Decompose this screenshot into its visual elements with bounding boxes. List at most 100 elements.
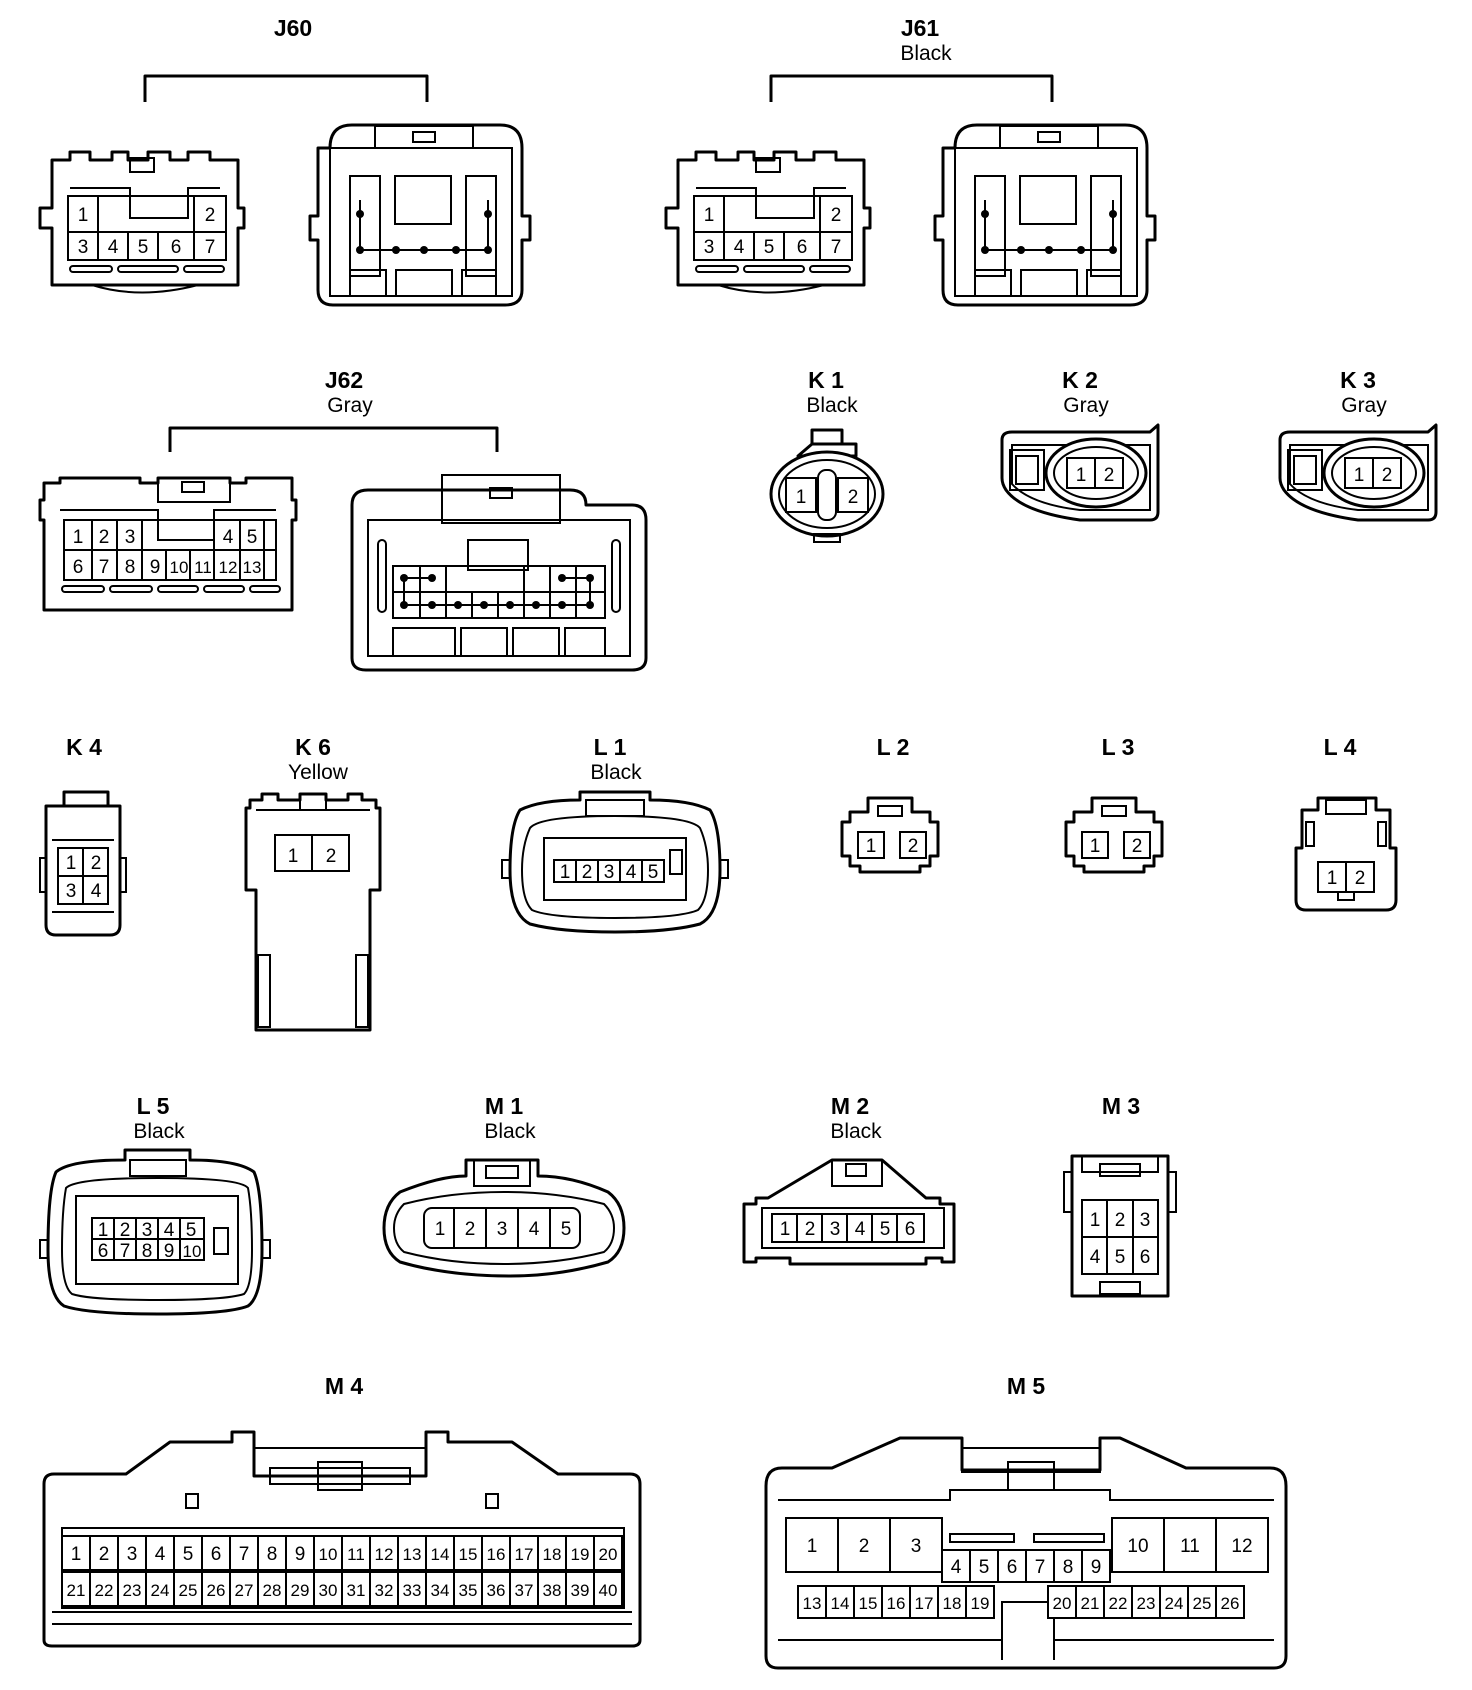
- l4-pin-2: 2: [1355, 868, 1366, 889]
- m1-pin-1: 1: [435, 1219, 446, 1240]
- pin-label-9: 9: [295, 1544, 306, 1565]
- k2-pin-1: 1: [1076, 465, 1087, 486]
- pin-cell: [965, 1585, 995, 1619]
- connector-m1-color: Black: [484, 1120, 536, 1143]
- j61-pin-5: 5: [764, 237, 775, 258]
- k4-pin-3: 3: [66, 881, 77, 902]
- connector-j62: J62 Gray 1 2 3 4 5 6 7 8 9: [38, 367, 648, 672]
- pin-label-11: 11: [347, 1545, 365, 1564]
- connector-l4: L 4 1 2: [1294, 734, 1398, 912]
- pin-label-17: 17: [915, 1594, 934, 1613]
- connector-k1-color: Black: [806, 394, 858, 417]
- j62-pin-5: 5: [247, 527, 258, 548]
- j60-pin-5: 5: [138, 237, 149, 258]
- connector-m2-color: Black: [830, 1120, 882, 1143]
- connector-j61: J61 Black 1 2 3 4 5 6 7: [664, 15, 1157, 307]
- pin-cell: [145, 1535, 175, 1571]
- pin-label-28: 28: [263, 1581, 282, 1600]
- l4-pin-1: 1: [1327, 868, 1338, 889]
- l5-pin-9: 9: [164, 1241, 175, 1262]
- connector-j62-color: Gray: [327, 394, 373, 417]
- pin-cell: [61, 1571, 91, 1607]
- pin-label-26: 26: [207, 1581, 226, 1600]
- m1-pin-3: 3: [497, 1219, 508, 1240]
- l5-pin-4: 4: [164, 1220, 175, 1241]
- k4-pin-1: 1: [66, 853, 77, 874]
- connector-k6-color: Yellow: [288, 761, 349, 784]
- j62-pin-13: 13: [243, 558, 262, 577]
- pin-label-38: 38: [543, 1581, 562, 1600]
- k6-pin-2: 2: [326, 846, 337, 867]
- pin-cell: [889, 1517, 943, 1573]
- pin-cell: [89, 1535, 119, 1571]
- m3-pin-1: 1: [1090, 1210, 1101, 1231]
- k6-pin-1: 1: [288, 846, 299, 867]
- pin-label-5: 5: [979, 1557, 990, 1578]
- m1-pin-5: 5: [561, 1219, 572, 1240]
- connector-l4-id: L 4: [1324, 734, 1357, 760]
- pin-cell: [117, 1535, 147, 1571]
- pin-cell: [313, 1535, 343, 1571]
- pin-label-7: 7: [1035, 1557, 1046, 1578]
- j61-pin-6: 6: [797, 237, 808, 258]
- k4-pin-4: 4: [91, 881, 102, 902]
- connector-k2-color: Gray: [1063, 394, 1109, 417]
- pin-label-8: 8: [267, 1544, 278, 1565]
- l1-pin-4: 4: [626, 862, 637, 883]
- pin-label-29: 29: [291, 1581, 310, 1600]
- pin-label-16: 16: [887, 1594, 906, 1613]
- l3-pin-1: 1: [1090, 836, 1101, 857]
- m2-pin-3: 3: [830, 1219, 841, 1240]
- j61-pin-7: 7: [831, 237, 842, 258]
- l1-pin-1: 1: [560, 862, 571, 883]
- k1-pin-2: 2: [848, 487, 859, 508]
- pin-label-25: 25: [1193, 1594, 1212, 1613]
- k2-pin-2: 2: [1104, 465, 1115, 486]
- pin-label-30: 30: [319, 1581, 338, 1600]
- pin-cell: [425, 1535, 455, 1571]
- pin-cell: [201, 1535, 231, 1571]
- j62-pin-12: 12: [219, 558, 238, 577]
- j60-pin-1: 1: [78, 205, 89, 226]
- l5-pin-7: 7: [120, 1241, 131, 1262]
- pin-label-6: 6: [211, 1544, 222, 1565]
- pin-cell: [537, 1535, 567, 1571]
- m2-pin-2: 2: [805, 1219, 816, 1240]
- pin-label-17: 17: [515, 1545, 534, 1564]
- pin-label-14: 14: [831, 1594, 850, 1613]
- pin-label-24: 24: [151, 1581, 170, 1600]
- connector-k2: K 2 Gray 1 2: [1000, 367, 1160, 522]
- pin-cell: [257, 1535, 287, 1571]
- pin-cell: [1215, 1585, 1245, 1619]
- pin-cell: [1215, 1517, 1269, 1573]
- m3-pin-2: 2: [1115, 1210, 1126, 1231]
- pin-cell: [201, 1571, 231, 1607]
- m3-pin-4: 4: [1090, 1247, 1101, 1268]
- pin-label-24: 24: [1165, 1594, 1184, 1613]
- connector-k3-id: K 3: [1340, 367, 1376, 393]
- pin-label-39: 39: [571, 1581, 590, 1600]
- pin-cell: [1081, 1549, 1111, 1583]
- connector-k6: K 6 Yellow 1 2: [244, 734, 382, 1032]
- connector-j61-id: J61: [901, 15, 940, 41]
- pin-label-14: 14: [431, 1545, 450, 1564]
- pin-cell: [1187, 1585, 1217, 1619]
- j62-pin-1: 1: [73, 527, 84, 548]
- connector-m2: M 2 Black 1 2 3 4 5 6: [742, 1093, 956, 1266]
- j61-pin-2: 2: [831, 205, 842, 226]
- connector-k4: K 4 1 2 3 4: [39, 734, 127, 937]
- connector-m3: M 3 1 2 3 4 5 6: [1063, 1093, 1177, 1298]
- pin-cell: [509, 1571, 539, 1607]
- m1-pin-2: 2: [465, 1219, 476, 1240]
- pin-cell: [285, 1535, 315, 1571]
- connector-m4: M 4 121222323424525626727828929103011311…: [42, 1373, 642, 1648]
- connector-m3-id: M 3: [1102, 1093, 1140, 1119]
- pin-label-13: 13: [803, 1594, 822, 1613]
- connector-m1-id: M 1: [485, 1093, 524, 1119]
- connector-j60-id: J60: [274, 15, 312, 41]
- m3-pin-5: 5: [1115, 1247, 1126, 1268]
- pin-label-2: 2: [859, 1536, 870, 1557]
- pin-label-7: 7: [239, 1544, 250, 1565]
